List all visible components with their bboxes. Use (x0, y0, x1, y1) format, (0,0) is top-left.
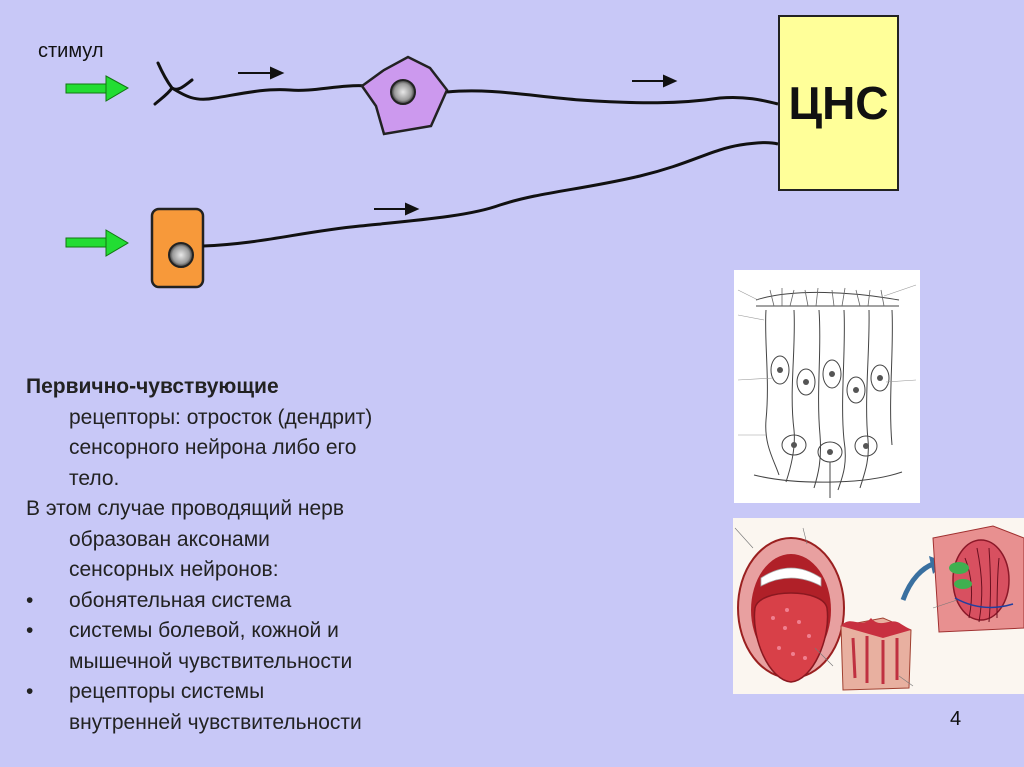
sensory-neuron (360, 55, 449, 136)
sensory-axon (446, 89, 779, 106)
mouth-drawing (737, 537, 845, 683)
heading-primary-receptors: Первично-чувствующие (26, 375, 279, 398)
page-number: 4 (950, 708, 962, 730)
bullet-marker: • (26, 619, 34, 642)
bullet-text: обонятельная система (69, 588, 292, 612)
receptor-axon (202, 141, 779, 248)
bullet-item: • системы болевой, кожной и (26, 616, 716, 647)
dendrite-endings (153, 61, 194, 106)
taste-bud-block (932, 525, 1024, 633)
bullet-marker: • (26, 680, 34, 703)
direction-arrow-2 (632, 74, 678, 88)
bullet-item: • обонятельная система (26, 586, 716, 617)
taste-bud-illustration (733, 518, 1024, 694)
cns-box: ЦНС (778, 15, 899, 191)
text-line: рецепторы: отросток (дендрит) (69, 405, 373, 429)
text-line: В этом случае проводящий нерв (26, 497, 344, 520)
neuron-nucleus (390, 79, 416, 105)
text-line: сенсорного нейрона либо его (69, 436, 357, 459)
olfactory-epithelium-illustration (734, 270, 920, 503)
papilla-block (840, 617, 912, 691)
text-line: сенсорных нейронов: (69, 558, 279, 581)
text-line: тело. (69, 466, 120, 490)
text-line: образован аксонами (69, 527, 270, 551)
bullet-text-continued: внутренней чувствительности (69, 710, 362, 734)
bullet-text: системы болевой, кожной и (69, 619, 339, 642)
receptor-nucleus (168, 242, 194, 268)
bullet-item: • рецепторы системы (26, 677, 716, 708)
text-block: Первично-чувствующие рецепторы: отросток… (26, 372, 716, 738)
stimulus-label: стимул (38, 40, 104, 62)
receptor-cell (150, 207, 205, 289)
zoom-arrow (900, 561, 935, 601)
bullet-marker: • (26, 588, 34, 612)
bullet-text: рецепторы системы (69, 680, 265, 703)
bullet-text-continued: мышечной чувствительности (69, 649, 353, 673)
dendrite-fiber (171, 84, 369, 101)
direction-arrow-1 (238, 66, 285, 80)
stimulus-arrow-bottom (65, 229, 129, 257)
direction-arrow-3 (374, 202, 420, 216)
stimulus-arrow-top (65, 75, 130, 102)
